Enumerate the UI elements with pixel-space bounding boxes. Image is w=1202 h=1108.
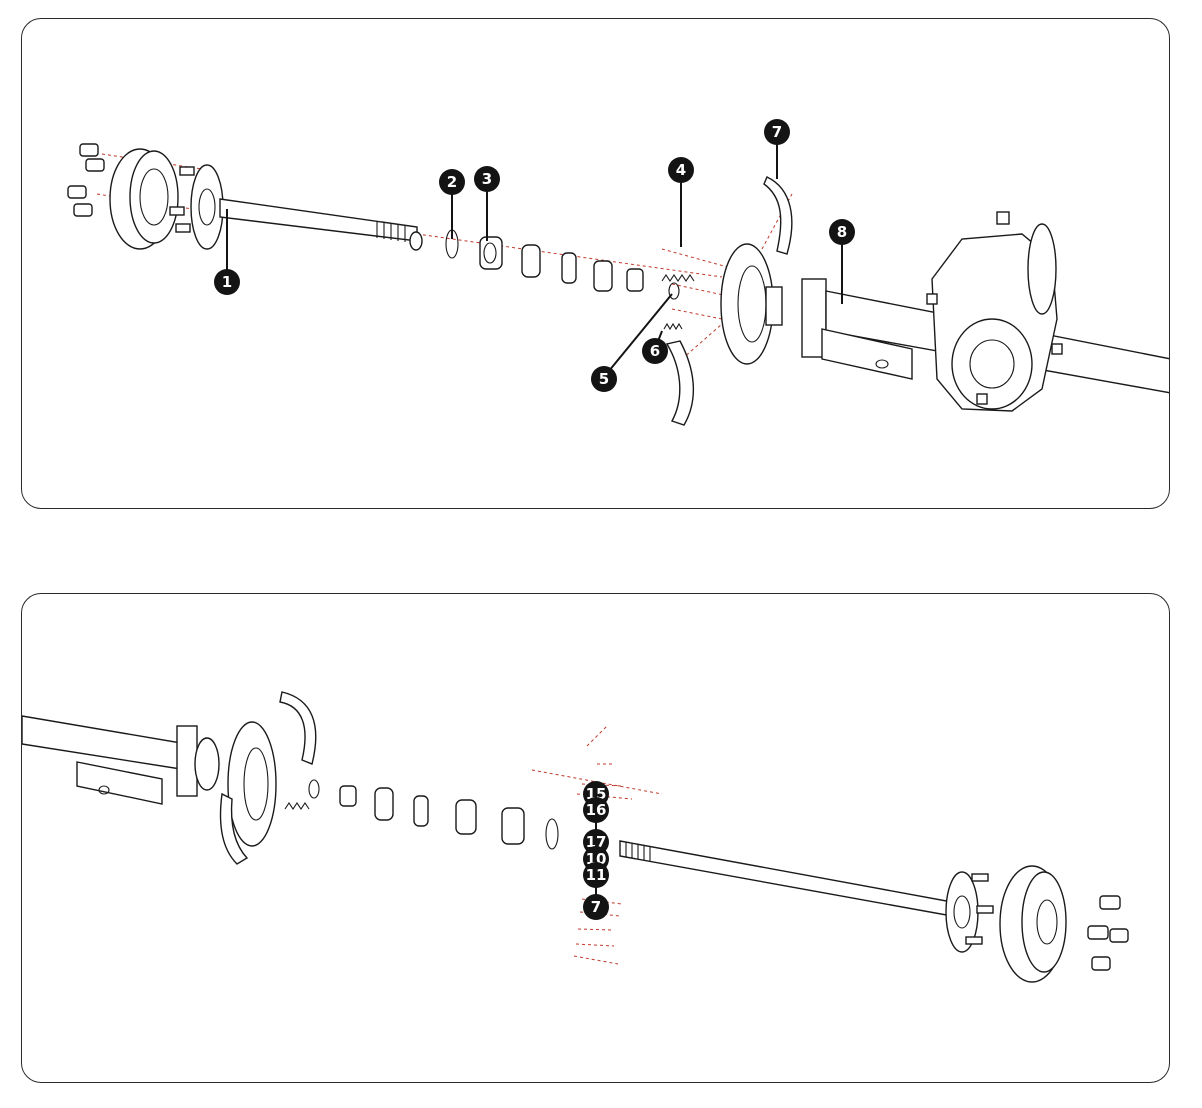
callout-1: 1 [214, 269, 240, 295]
hub-flange [945, 871, 994, 953]
callout-4: 4 [668, 157, 694, 183]
top-callouts: 1 2 3 4 5 [214, 119, 855, 392]
callout-11-label: 11 [586, 866, 607, 884]
bottom-callouts: 15 16 17 10 11 7 [583, 781, 609, 920]
return-springs [661, 274, 695, 331]
hub-flange [169, 164, 224, 250]
lug-nuts [1087, 895, 1129, 971]
bottom-exploded-drawing: 15 16 17 10 11 7 [22, 691, 1129, 983]
callout-11: 11 [583, 862, 609, 888]
brake-shoes [665, 176, 793, 426]
callout-8-label: 8 [837, 223, 847, 241]
brake-drum [999, 865, 1067, 983]
callout-7-bottom-label: 7 [591, 898, 601, 916]
top-exploded-view-panel: 1 2 3 4 5 [21, 18, 1170, 509]
callout-16-label: 16 [586, 801, 607, 819]
callout-2: 2 [439, 169, 465, 195]
callout-3-label: 3 [482, 170, 492, 188]
callout-16: 16 [583, 797, 609, 823]
callout-17-label: 17 [586, 833, 607, 851]
callout-5-label: 5 [599, 370, 609, 388]
callout-1-label: 1 [222, 273, 232, 291]
callout-2-label: 2 [447, 173, 457, 191]
bottom-exploded-view-panel: 15 16 17 10 11 7 [21, 593, 1170, 1083]
callout-4-label: 4 [676, 161, 686, 179]
axle-housing-tube [22, 715, 220, 805]
axle-shaft [619, 840, 953, 917]
brake-assembly [219, 691, 320, 865]
bearing-stack [409, 229, 644, 292]
callout-3: 3 [474, 166, 500, 192]
axle-shaft [219, 198, 418, 242]
differential-gearbox [926, 211, 1063, 412]
callout-7-label: 7 [772, 123, 782, 141]
callout-6: 6 [642, 338, 668, 364]
callout-8: 8 [829, 219, 855, 245]
top-exploded-drawing: 1 2 3 4 5 [67, 119, 1169, 426]
bearing-stack [339, 785, 559, 850]
brake-drum [67, 143, 179, 250]
callout-7: 7 [764, 119, 790, 145]
brake-backing-plate [720, 243, 783, 365]
callout-5: 5 [591, 366, 617, 392]
callout-6-label: 6 [650, 342, 660, 360]
callout-7-bottom: 7 [583, 894, 609, 920]
